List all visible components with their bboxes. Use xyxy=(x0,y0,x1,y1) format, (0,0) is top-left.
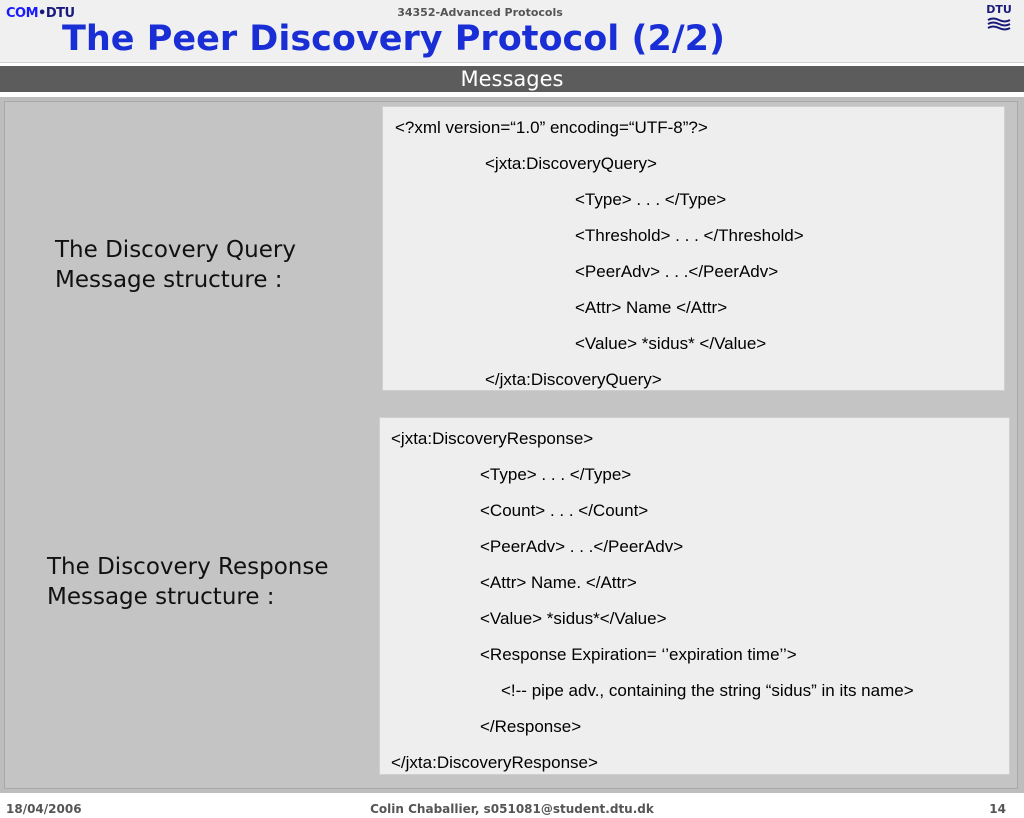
course-name: 34352-Advanced Protocols xyxy=(397,6,563,19)
xml-line: <PeerAdv> . . .</PeerAdv> xyxy=(480,537,684,556)
xml-line: <Attr> Name. </Attr> xyxy=(480,573,637,592)
xml-line: <PeerAdv> . . .</PeerAdv> xyxy=(575,262,779,281)
xml-line: <?xml version=“1.0” encoding=“UTF-8”?> xyxy=(395,118,708,137)
dtu-logo: DTU xyxy=(986,4,1012,31)
xml-line: <Response Expiration= ‘’expiration time’… xyxy=(480,645,797,664)
xml-line: </jxta:DiscoveryQuery> xyxy=(485,370,662,389)
slide-content: The Discovery Query Message structure : … xyxy=(0,97,1024,793)
response-xml-box: <jxta:DiscoveryResponse> <Type> . . . </… xyxy=(379,417,1010,775)
footer-author: Colin Chaballier, s051081@student.dtu.dk xyxy=(370,802,654,816)
xml-line: <Type> . . . </Type> xyxy=(480,465,632,484)
xml-line: <jxta:DiscoveryResponse> xyxy=(391,429,594,448)
content-panel: The Discovery Query Message structure : … xyxy=(4,101,1018,789)
response-label: The Discovery Response Message structure… xyxy=(47,554,329,610)
page-number: 14 xyxy=(989,802,1006,816)
xml-line: <Attr> Name </Attr> xyxy=(575,298,728,317)
xml-line: </jxta:DiscoveryResponse> xyxy=(391,753,598,772)
footer-date: 18/04/2006 xyxy=(6,802,82,816)
slide-footer: 18/04/2006 Colin Chaballier, s051081@stu… xyxy=(0,800,1024,818)
slide-header: COM•DTU 34352-Advanced Protocols The Pee… xyxy=(0,0,1024,63)
dtu-waves-icon xyxy=(987,17,1011,31)
xml-line: <Value> *sidus*</Value> xyxy=(480,609,667,628)
xml-line: <Type> . . . </Type> xyxy=(575,190,727,209)
xml-line: <Threshold> . . . </Threshold> xyxy=(575,226,804,245)
com-dtu-logo: COM•DTU xyxy=(6,6,75,21)
section-bar: Messages xyxy=(0,66,1024,92)
query-xml-box: <?xml version=“1.0” encoding=“UTF-8”?> <… xyxy=(382,106,1005,391)
xml-line: </Response> xyxy=(480,717,582,736)
query-label: The Discovery Query Message structure : xyxy=(55,237,296,293)
xml-line: <Count> . . . </Count> xyxy=(480,501,649,520)
slide-title: The Peer Discovery Protocol (2/2) xyxy=(62,19,725,59)
xml-line: <Value> *sidus* </Value> xyxy=(575,334,767,353)
xml-line: <jxta:DiscoveryQuery> xyxy=(485,154,657,173)
xml-line: <!-- pipe adv., containing the string “s… xyxy=(501,681,914,700)
